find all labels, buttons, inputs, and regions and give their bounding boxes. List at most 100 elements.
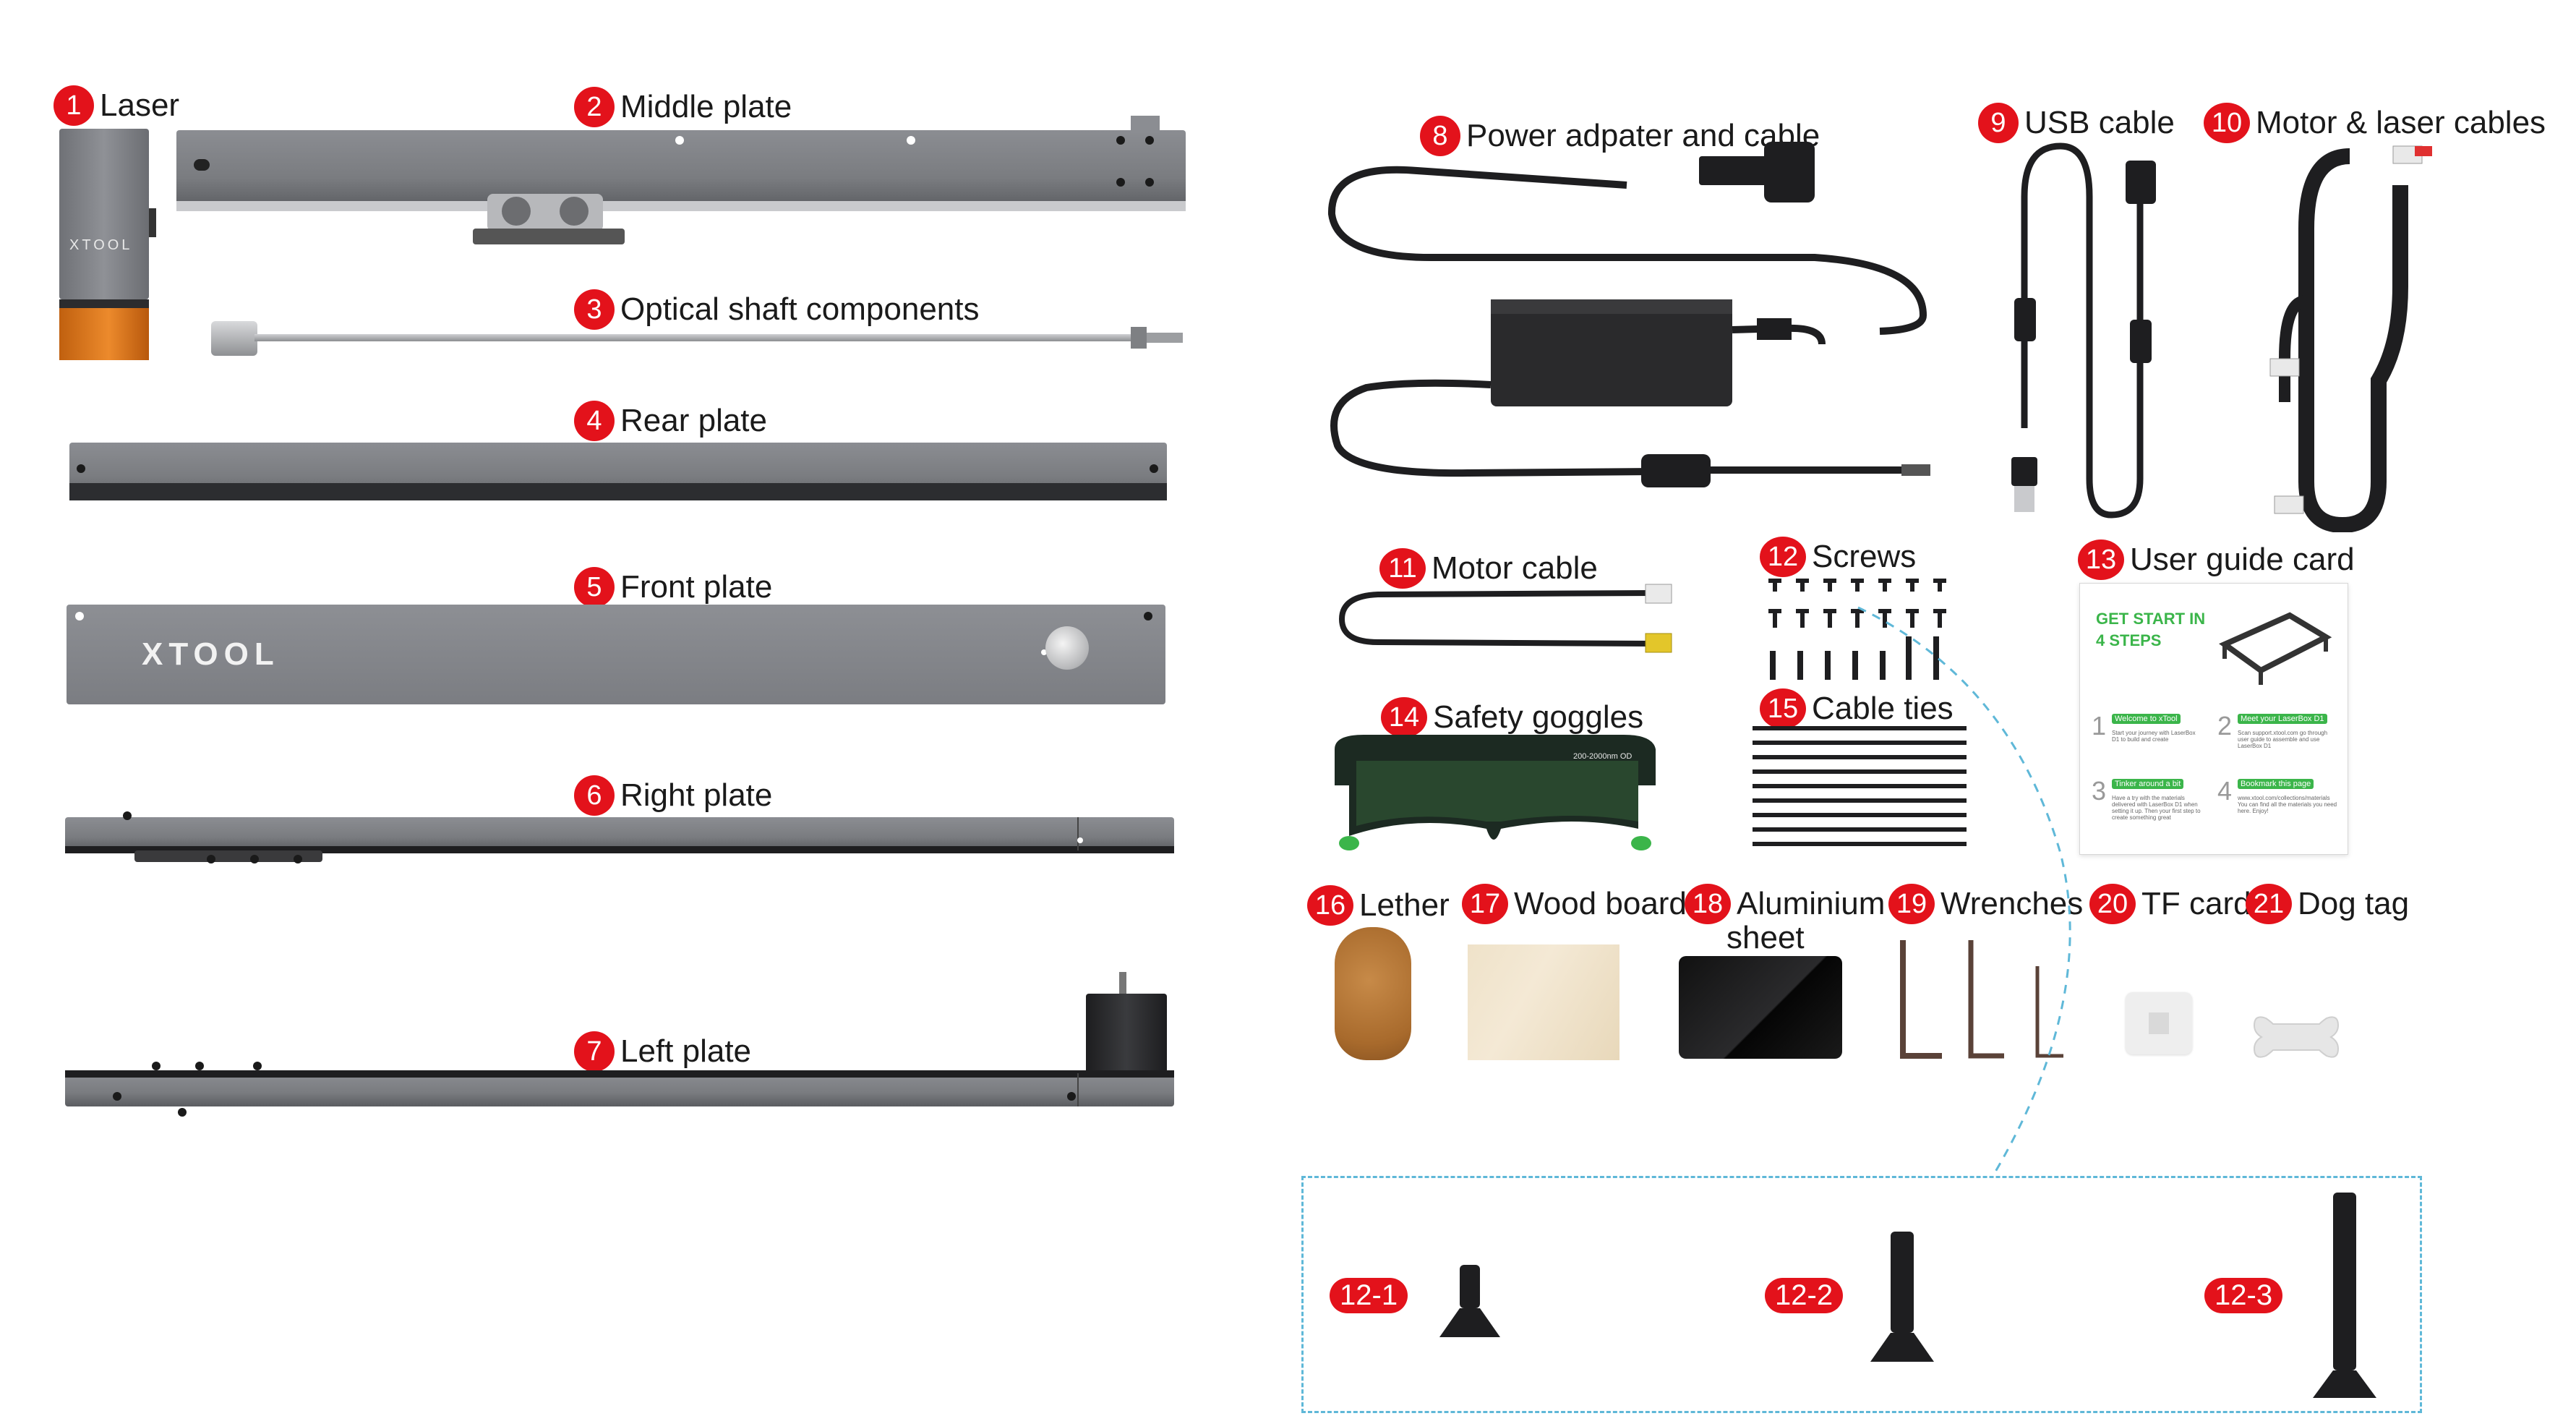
screw-detail-label-3: 12-3 [2204,1278,2283,1313]
badge-20: 20 [2089,884,2136,924]
label-tf-card-text: TF card [2141,886,2251,921]
label-power-adapter-text: Power adpater and cable [1466,118,1820,153]
goggles-rating-text: 200-2000nm OD [1573,752,1633,761]
leather-sample [1335,927,1411,1060]
label-laser: 1 Laser [54,85,179,126]
badge-7: 7 [574,1031,615,1072]
badge-4: 4 [574,401,615,441]
label-left-plate-text: Left plate [620,1033,752,1069]
badge-14: 14 [1381,697,1427,738]
label-usb-cable-text: USB cable [2024,105,2175,140]
label-user-guide-card: 13 User guide card [2078,539,2355,580]
badge-17: 17 [1462,884,1508,924]
power-brick [1491,299,1732,406]
label-aluminium-text2: sheet [1726,920,1805,955]
front-plate: XTOOL [67,605,1165,706]
badge-12: 12 [1760,537,1806,577]
label-motor-cable: 11 Motor cable [1379,548,1598,589]
badge-10: 10 [2204,103,2250,143]
badge-15: 15 [1760,688,1806,729]
label-wood-board-text: Wood board [1514,886,1687,921]
screw-12-1 [1439,1265,1500,1337]
label-user-guide-card-text: User guide card [2130,542,2355,577]
badge-9: 9 [1978,103,2019,143]
tf-card [2126,992,2192,1054]
stepper-motor [1086,994,1167,1079]
label-middle-plate: 2 Middle plate [574,87,792,127]
middle-plate [176,116,1186,250]
guide-step-2: 2 Meet your LaserBox D1 Scan support.xto… [2217,711,2328,749]
label-optical-shaft-text: Optical shaft components [620,291,980,327]
label-front-plate-text: Front plate [620,569,773,605]
badge-8: 8 [1420,116,1460,156]
aluminium-sheet [1679,956,1842,1059]
guide-step-3: 3 Tinker around a bit Have a try with th… [2092,776,2201,821]
guide-headline-1: GET START IN [2096,610,2206,628]
usb-b-connector [2126,161,2156,204]
laser-module: XTOOL [54,129,156,360]
ac-plug [1699,156,1779,185]
badge-2: 2 [574,87,615,127]
power-adapter-and-cable [1327,142,1930,487]
label-screws: 12 Screws [1760,537,1916,577]
label-cable-ties: 15 Cable ties [1760,688,1954,729]
screw-12-3 [2313,1193,2376,1398]
laser-frame-illustration [2219,612,2332,685]
label-dog-tag-text: Dog tag [2298,886,2410,921]
label-usb-cable: 9 USB cable [1978,103,2175,143]
screw-detail-label-2: 12-2 [1765,1278,1844,1313]
screws-group [1768,579,1946,680]
badge-13: 13 [2078,539,2124,580]
label-screws-text: Screws [1812,539,1917,574]
guide-step-1: 1 Welcome to xTool Start your journey wi… [2092,711,2196,743]
label-optical-shaft: 3 Optical shaft components [574,289,979,330]
label-safety-goggles: 14 Safety goggles [1381,697,1643,738]
label-aluminium-text: Aluminium [1737,886,1886,921]
badge-11: 11 [1379,548,1426,589]
badge-18: 18 [1685,884,1731,924]
label-lether: 16 Lether [1307,885,1450,926]
label-right-plate: 6 Right plate [574,775,772,816]
right-plate [65,811,1174,869]
usb-a-connector [2011,457,2037,486]
label-motor-laser-cables-text: Motor & laser cables [2256,105,2546,140]
label-front-plate: 5 Front plate [574,567,772,607]
laser-brand-text: XTOOL [69,237,133,253]
label-power-adapter: 8 Power adpater and cable [1420,116,1820,156]
label-lether-text: Lether [1359,887,1450,923]
screw-12-2 [1870,1232,1934,1362]
usb-cable [2011,142,2156,519]
badge-3: 3 [574,289,615,330]
guide-step-4: 4 Bookmark this page www.xtool.com/colle… [2217,776,2337,814]
label-motor-laser-cables: 10 Motor & laser cables [2204,103,2546,143]
label-laser-text: Laser [100,88,180,123]
badge-19: 19 [1888,884,1935,924]
badge-5: 5 [574,567,615,607]
screw-detail-connector [1857,606,2071,1172]
label-right-plate-text: Right plate [620,777,773,813]
label-dog-tag: 21 Dog tag [2246,884,2409,924]
label-middle-plate-text: Middle plate [620,89,792,124]
label-rear-plate-text: Rear plate [620,403,768,438]
badge-21: 21 [2246,884,2292,924]
label-rear-plate: 4 Rear plate [574,401,767,441]
safety-goggles: 200-2000nm OD [1335,735,1656,855]
front-plate-knob [1045,626,1089,670]
badge-16: 16 [1307,885,1353,926]
optical-shaft [211,318,1184,357]
label-wrenches: 19 Wrenches [1888,884,2083,924]
cable-ties [1753,726,1969,853]
rear-plate [69,443,1167,500]
label-cable-ties-text: Cable ties [1812,691,1954,726]
label-wood-board: 17 Wood board [1462,884,1687,924]
front-plate-brand-text: XTOOL [142,636,280,672]
motor-and-laser-cables [2269,145,2432,532]
label-wrenches-text: Wrenches [1940,886,2084,921]
screw-detail-label-1: 12-1 [1330,1278,1408,1313]
wood-board [1468,944,1619,1060]
user-guide-card: GET START IN 4 STEPS 1 Welcome to xTool … [2079,583,2348,855]
badge-1: 1 [54,85,94,126]
badge-6: 6 [574,775,615,816]
wrenches [1900,940,2063,1059]
